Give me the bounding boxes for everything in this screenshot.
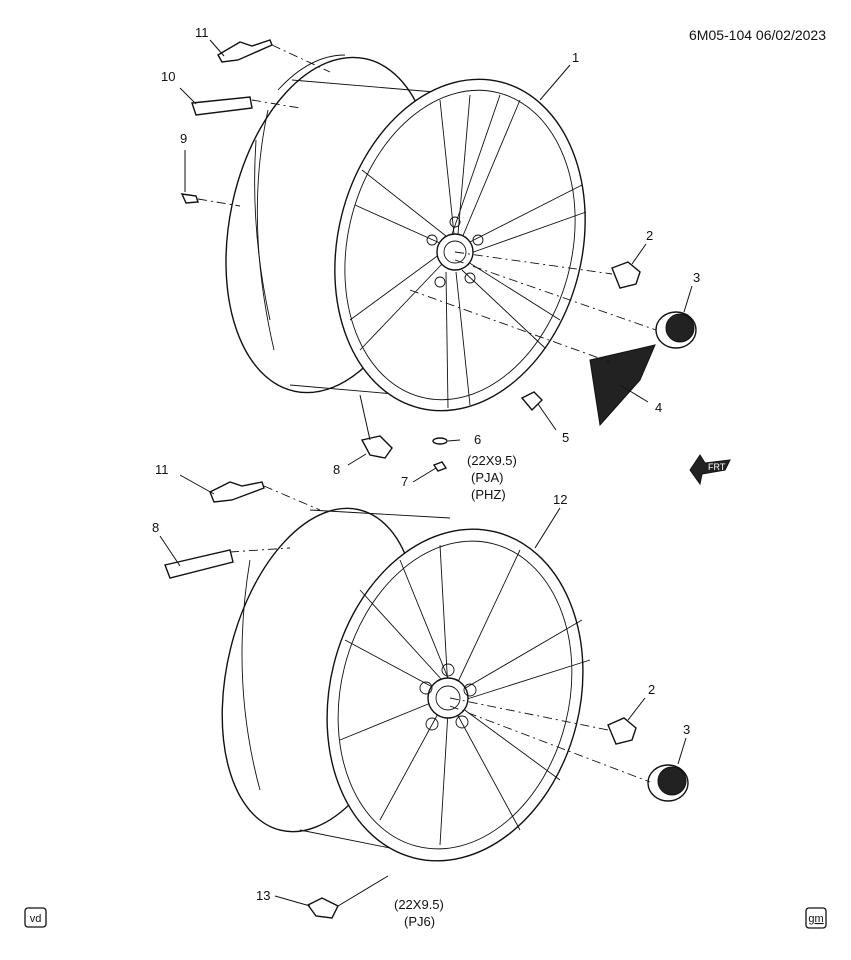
dash-2-upper	[454, 251, 613, 275]
tpms-sensor-8-upper	[360, 435, 393, 459]
badge-gm-text: gm	[808, 913, 823, 925]
callout-4: 4	[655, 400, 662, 415]
callout-12: 12	[553, 492, 567, 507]
balance-weight-clip-11-upper	[217, 39, 273, 63]
lug-nut-2-lower	[607, 717, 637, 745]
callout-6: 6	[474, 432, 481, 447]
badge-gm-logo: gm	[805, 907, 827, 929]
badge-vd-text: vd	[30, 913, 42, 925]
center-cap-3-upper	[655, 311, 697, 349]
callout-2-upper: 2	[646, 228, 653, 243]
dash-11-lower	[263, 485, 321, 511]
adhesive-weight-8-lower	[164, 549, 234, 579]
diagram-reference: 6M05-104 06/02/2023	[689, 27, 826, 43]
note-lower-size: (22X9.5)	[394, 897, 444, 912]
callout-1: 1	[572, 50, 579, 65]
callout-11-lower: 11	[155, 462, 169, 477]
dash-3-upper	[454, 259, 657, 331]
dash-10	[251, 99, 301, 109]
callout-10: 10	[161, 69, 175, 84]
dash-3-lower	[449, 705, 651, 783]
wheel-lower	[221, 507, 591, 862]
center-cap-3-lower	[647, 764, 689, 802]
callout-8-lower: 8	[152, 520, 159, 535]
callout-8-upper: 8	[333, 462, 340, 477]
valve-5	[520, 391, 543, 412]
callout-3-lower: 3	[683, 722, 690, 737]
grommet-6	[432, 437, 448, 445]
front-arrow: FRT	[689, 454, 731, 486]
dash-2-lower	[449, 697, 609, 731]
note-upper-rpo-1: (PJA)	[471, 470, 504, 485]
trim-insert-4	[589, 344, 656, 427]
note-upper-size: (22X9.5)	[467, 453, 517, 468]
dash-4	[409, 289, 611, 363]
note-upper-rpo-2: (PHZ)	[471, 487, 506, 502]
balance-weight-clip-11-lower	[209, 481, 265, 503]
note-lower-rpo: (PJ6)	[404, 914, 435, 929]
callout-2-lower: 2	[648, 682, 655, 697]
screw-9	[180, 193, 199, 204]
adhesive-weight-10	[191, 96, 253, 116]
wheel-upper	[225, 54, 587, 412]
callout-9: 9	[180, 131, 187, 146]
callout-5: 5	[562, 430, 569, 445]
lug-nut-2-upper	[611, 261, 641, 289]
nut-7	[432, 461, 448, 472]
callout-3-upper: 3	[693, 270, 700, 285]
tpms-sensor-13	[306, 897, 339, 919]
callout-13: 13	[256, 888, 270, 903]
callout-11-upper: 11	[195, 25, 209, 40]
front-arrow-text: FRT	[708, 462, 726, 472]
dash-9	[197, 198, 241, 207]
badge-vd: vd	[24, 907, 47, 928]
callout-7: 7	[401, 474, 408, 489]
